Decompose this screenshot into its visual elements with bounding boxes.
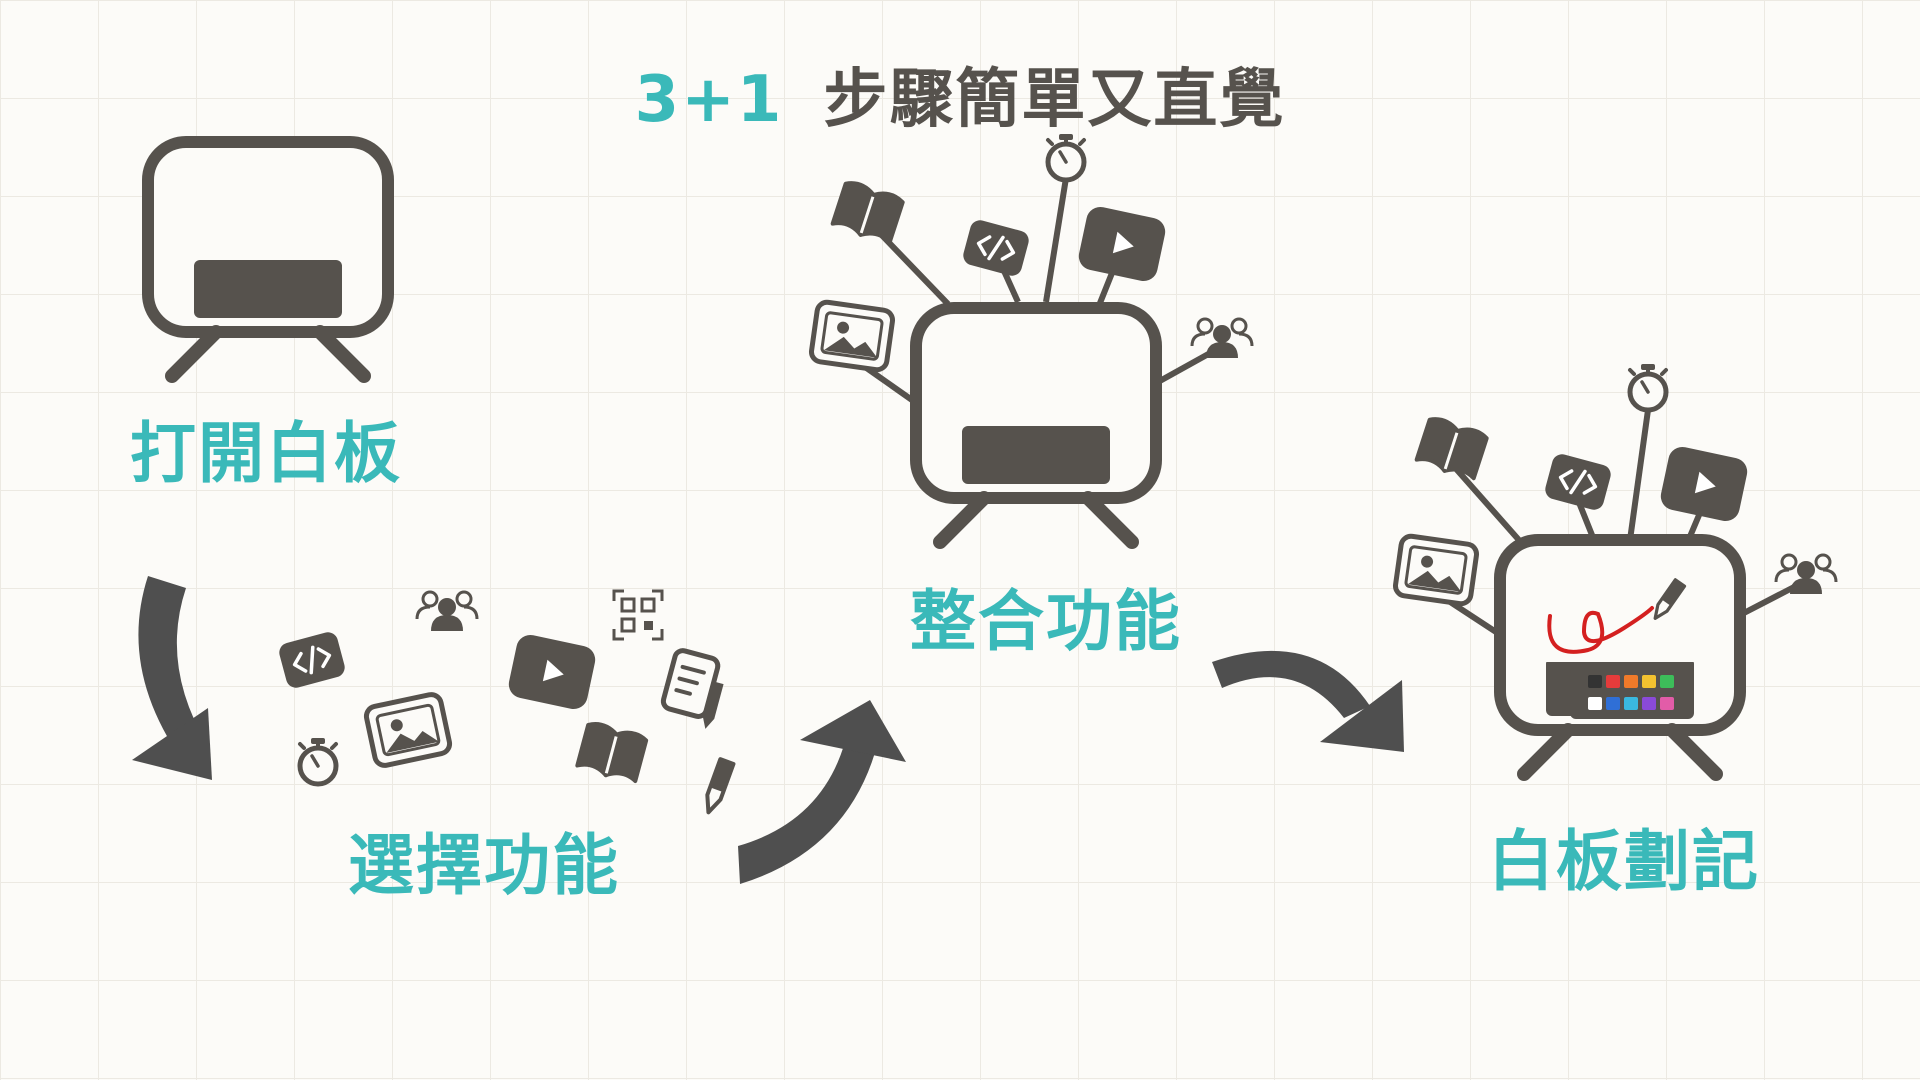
book-icon: [1414, 414, 1490, 483]
timer-icon: [1630, 364, 1666, 410]
arrow-icon-head: [1320, 680, 1404, 752]
code-icon: [1541, 450, 1615, 514]
page-title: 3+1 步驟簡單又直覺: [0, 48, 1920, 140]
whiteboard-icon: [148, 142, 388, 376]
pen-icon: [699, 757, 736, 817]
title-number: 3+1: [634, 63, 784, 137]
arrow-icon: [738, 730, 878, 884]
image-icon: [365, 693, 452, 767]
book-icon: [830, 178, 906, 247]
image-icon: [810, 301, 894, 371]
arrow-icon-head: [132, 708, 212, 780]
play-icon: [1658, 444, 1750, 524]
annotated-whiteboard: [1394, 364, 1838, 774]
timer-icon: [1048, 134, 1084, 180]
image-icon: [1394, 535, 1478, 605]
qr-code-icon: [612, 589, 664, 641]
code-icon: [275, 628, 349, 692]
palette-icon: [1570, 667, 1694, 719]
integrated-whiteboard: [810, 134, 1254, 542]
arrow-icon: [1212, 650, 1370, 718]
arrow-icon-head: [800, 700, 906, 762]
step-label-whiteboard-annotate: 白板劃記: [1488, 823, 1760, 900]
play-icon: [1076, 204, 1168, 284]
timer-icon: [300, 738, 336, 784]
book-icon: [574, 719, 650, 785]
group-icon: [1190, 317, 1254, 360]
step-label-choose-function: 選擇功能: [348, 827, 620, 904]
group-icon: [415, 590, 479, 633]
play-icon: [506, 632, 598, 712]
step-label-integrate-function: 整合功能: [910, 583, 1182, 660]
arrow-icon: [138, 576, 208, 760]
group-icon: [1774, 553, 1838, 596]
title-text: 步驟簡單又直覺: [823, 63, 1286, 137]
code-icon: [959, 216, 1033, 280]
step-label-open-whiteboard: 打開白板: [130, 415, 402, 492]
note-icon: [659, 649, 729, 731]
